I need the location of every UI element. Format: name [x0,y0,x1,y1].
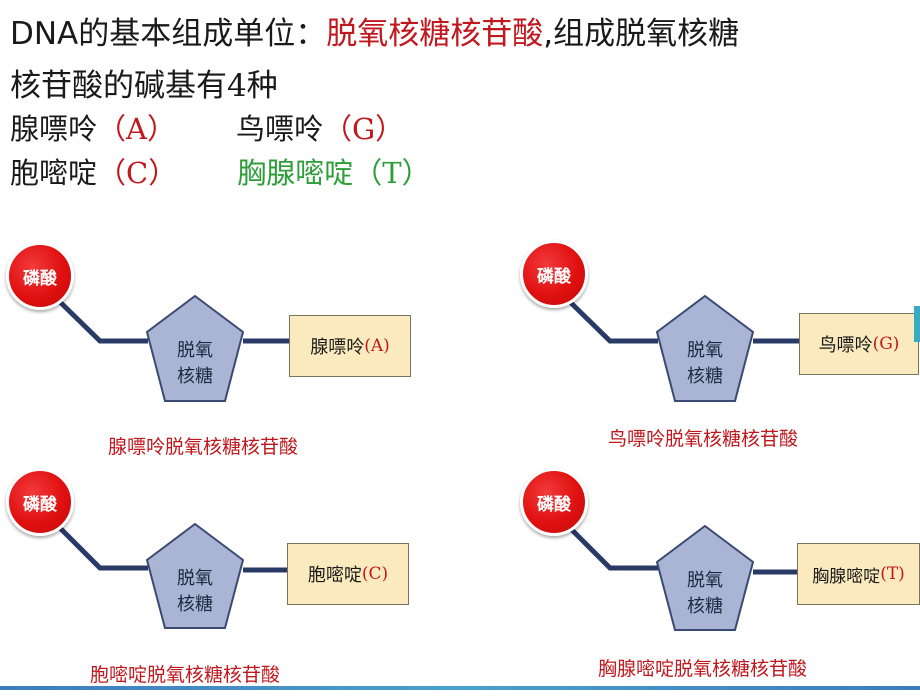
slide-edge-tab [914,306,920,342]
intro-highlight-term: 脱氧核糖核苷酸 [326,16,544,52]
base-cytosine-name: 胞嘧啶 [10,156,98,190]
intro-label: DNA的基本组成单位： [10,16,327,52]
nucleotide-unit-cytosine: 磷酸 脱氧 核糖 胞嘧啶(C) 胞嘧啶脱氧核糖核苷酸 [0,468,460,700]
nucleotide-unit-guanine: 磷酸 脱氧 核糖 鸟嘌呤(G) 鸟嘌呤脱氧核糖核苷酸 [510,238,920,468]
deoxyribose-pentagon [145,522,245,629]
base-box-name: 胞嘧啶 [307,565,362,586]
sugar-label-line2: 核糖 [177,594,213,615]
nucleotide-unit-thymine: 磷酸 脱氧 核糖 胸腺嘧啶(T) 胸腺嘧啶脱氧核糖核苷酸 [510,468,920,700]
phosphate-bond [56,298,148,344]
nucleotide-caption: 胞嘧啶脱氧核糖核苷酸 [90,664,281,686]
base-cytosine-letter: （C） [97,156,178,190]
phosphate-bond [56,524,148,571]
nucleotide-diagram [566,524,797,631]
base-box: 鸟嘌呤(G) [799,313,919,375]
base-guanine-letter: （G） [322,112,405,146]
sugar-label-line1: 脱氧 [177,568,213,589]
phosphate-circle: 磷酸 [6,468,74,536]
base-box-name: 腺嘌呤 [310,337,365,358]
nucleotide-caption: 胸腺嘧啶脱氧核糖核苷酸 [598,658,808,680]
phosphate-circle: 磷酸 [520,240,588,308]
sugar-label-line1: 脱氧 [177,340,213,361]
intro-base-count: 4 [227,68,247,104]
deoxyribose-pentagon [655,294,755,402]
sugar-label-line1: 脱氧 [687,570,723,591]
sugar-label-line1: 脱氧 [687,340,723,361]
base-box: 胞嘧啶(C) [287,543,409,605]
nucleotide-caption: 腺嘌呤脱氧核糖核苷酸 [108,436,299,458]
base-box-name: 鸟嘌呤 [818,335,873,356]
base-box-letter: (A) [364,336,390,356]
base-box-letter: (T) [880,564,905,584]
base-list-row-2: 胞嘧啶（C） 胸腺嘧啶（T） [10,150,431,192]
intro-continuation: ,组成脱氧核糖 [543,16,740,52]
nucleotide-diagram [56,522,287,629]
sugar-label-line2: 核糖 [687,596,723,617]
sugar-label-line2: 核糖 [687,366,723,387]
deoxyribose-pentagon [655,524,755,631]
base-thymine-letter: （T） [353,156,431,190]
deoxyribose-pentagon [145,294,245,402]
slide-bottom-bar [0,686,920,690]
intro-line-2: 核苷酸的碱基有4种 [10,60,278,105]
phosphate-bond [566,298,658,344]
base-guanine-name: 鸟嘌呤 [235,112,323,146]
intro-line2-text: 核苷酸的碱基有 [10,68,227,104]
sugar-label: 脱氧 核糖 [670,338,740,390]
nucleotide-diagram [56,294,289,402]
intro-line-1: DNA的基本组成单位：脱氧核糖核苷酸,组成脱氧核糖 [10,8,739,53]
nucleotide-unit-adenine: 磷酸 脱氧 核糖 腺嘌呤(A) 腺嘌呤脱氧核糖核苷酸 [0,238,460,468]
base-adenine-letter: （A） [97,112,176,146]
sugar-label-line2: 核糖 [177,366,213,387]
base-box-name: 胸腺嘧啶 [812,566,881,587]
base-box: 腺嘌呤(A) [289,315,411,377]
phosphate-circle: 磷酸 [6,242,74,310]
base-adenine-name: 腺嘌呤 [10,112,98,146]
base-box: 胸腺嘧啶(T) [797,543,920,605]
base-thymine-name: 胸腺嘧啶 [237,156,354,190]
phosphate-circle: 磷酸 [520,468,588,536]
base-box-letter: (G) [872,334,900,354]
intro-line2-end: 种 [246,68,278,104]
base-box-letter: (C) [361,564,389,584]
nucleotide-caption: 鸟嘌呤脱氧核糖核苷酸 [608,428,799,450]
nucleotide-diagram [566,294,799,402]
phosphate-bond [566,524,658,571]
sugar-label: 脱氧 核糖 [160,566,230,618]
sugar-label: 脱氧 核糖 [670,568,740,620]
sugar-label: 脱氧 核糖 [160,338,230,390]
base-list-row-1: 腺嘌呤（A） 鸟嘌呤（G） [10,106,404,148]
